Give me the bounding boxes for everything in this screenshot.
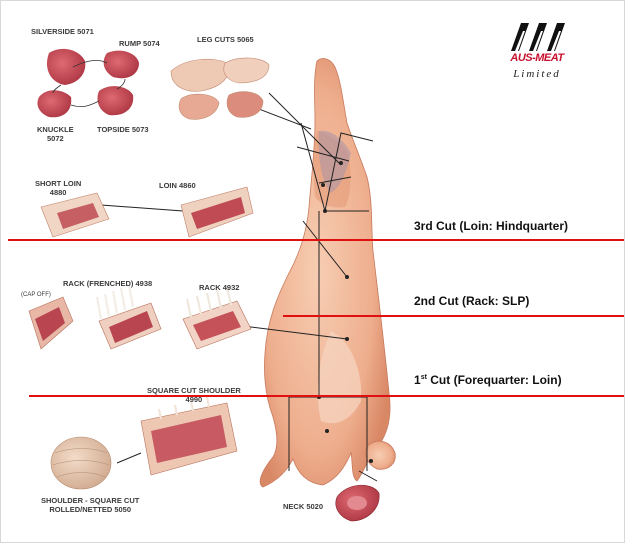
- rack-group: [29, 285, 251, 349]
- third-cut-label: 3rd Cut (Loin: Hindquarter): [414, 219, 568, 233]
- leg-cut-2: [224, 58, 269, 83]
- label-shoulder-rolled-line1: SHOULDER - SQUARE CUT: [41, 496, 139, 505]
- rump-cut: [104, 51, 139, 79]
- label-shoulder-rolled: SHOULDER - SQUARE CUT ROLLED/NETTED 5050: [41, 496, 139, 514]
- aus-meat-logo-mark: [505, 19, 569, 53]
- label-rack-frenched: RACK (FRENCHED) 4938: [63, 279, 152, 288]
- label-rack: RACK 4932: [199, 283, 239, 292]
- leg-cut-4: [227, 92, 263, 118]
- label-cap-off: (CAP OFF): [21, 291, 51, 300]
- label-knuckle-name: KNUCKLE: [37, 125, 74, 134]
- leg-cut-3: [179, 94, 219, 119]
- first-cut-text: Cut (Forequarter: Loin): [427, 373, 562, 387]
- logo-subtitle: Limited: [505, 68, 569, 80]
- label-loin: LOIN 4860: [159, 181, 196, 190]
- aus-meat-logo: AUS-MEAT Limited: [505, 19, 569, 101]
- label-rump: RUMP 5074: [119, 39, 160, 48]
- label-short-loin-code: 4880: [35, 188, 81, 197]
- silverside-cut: [47, 49, 85, 85]
- knuckle-cut: [37, 90, 71, 117]
- topside-cut: [97, 86, 133, 115]
- leg-subprimal-group: [37, 49, 139, 117]
- second-cut-label: 2nd Cut (Rack: SLP): [414, 294, 529, 308]
- label-leg-cuts: LEG CUTS 5065: [197, 35, 254, 44]
- label-knuckle-code: 5072: [37, 134, 74, 143]
- leg-cut-1: [171, 59, 229, 91]
- label-short-loin: SHORT LOIN 4880: [35, 179, 81, 197]
- label-topside: TOPSIDE 5073: [97, 125, 149, 134]
- label-square-cut-code: 4990: [147, 395, 241, 404]
- label-neck: NECK 5020: [283, 502, 323, 511]
- first-cut-label: 1st Cut (Forequarter: Loin): [414, 373, 562, 387]
- label-shoulder-rolled-line2: ROLLED/NETTED 5050: [41, 505, 139, 514]
- label-square-cut-name: SQUARE CUT SHOULDER: [147, 386, 241, 395]
- label-knuckle: KNUCKLE 5072: [37, 125, 74, 143]
- label-square-cut-shoulder: SQUARE CUT SHOULDER 4990: [147, 386, 241, 404]
- carcass: [260, 59, 395, 487]
- logo-brand-text: AUS-MEAT: [505, 52, 569, 64]
- leg-cuts-group: [171, 58, 269, 119]
- label-short-loin-name: SHORT LOIN: [35, 179, 81, 188]
- first-cut-number: 1: [414, 373, 421, 387]
- label-silverside: SILVERSIDE 5071: [31, 27, 94, 36]
